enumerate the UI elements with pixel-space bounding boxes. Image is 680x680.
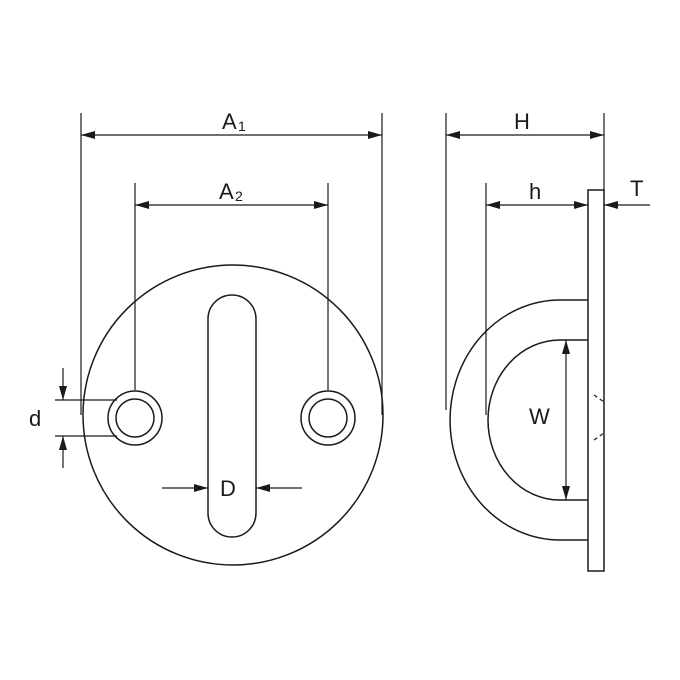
dimension-h-small: h xyxy=(485,179,588,415)
label-h-large: H xyxy=(514,109,530,134)
label-w: W xyxy=(529,404,550,429)
eye-outer-arc xyxy=(449,299,588,541)
label-d-small: d xyxy=(29,406,41,431)
dimension-a2: A 2 xyxy=(134,179,329,390)
dimension-w: W xyxy=(529,340,570,500)
left-hole-outer xyxy=(107,390,163,446)
eye-inner-arc xyxy=(487,339,588,501)
center-slot xyxy=(207,294,257,538)
dimension-d-large: D xyxy=(162,476,302,501)
label-a1-main: A xyxy=(222,109,237,134)
label-h-small: h xyxy=(529,179,541,204)
right-hole-inner xyxy=(308,398,348,438)
label-d-large: D xyxy=(220,476,236,501)
label-a2-main: A xyxy=(219,179,234,204)
label-t: T xyxy=(630,176,643,201)
label-a2-sub: 2 xyxy=(235,188,243,204)
left-hole-inner xyxy=(115,398,155,438)
base-plate-outline xyxy=(82,264,384,566)
label-a1-sub: 1 xyxy=(238,118,246,134)
dimension-a1: A 1 xyxy=(80,109,383,415)
dimension-t: T xyxy=(604,176,650,209)
dimension-h-large: H xyxy=(445,109,605,410)
side-plate xyxy=(587,189,605,572)
front-view xyxy=(82,264,384,566)
side-view xyxy=(449,189,605,572)
dimension-d-small: d xyxy=(29,368,117,468)
right-hole-outer xyxy=(300,390,356,446)
